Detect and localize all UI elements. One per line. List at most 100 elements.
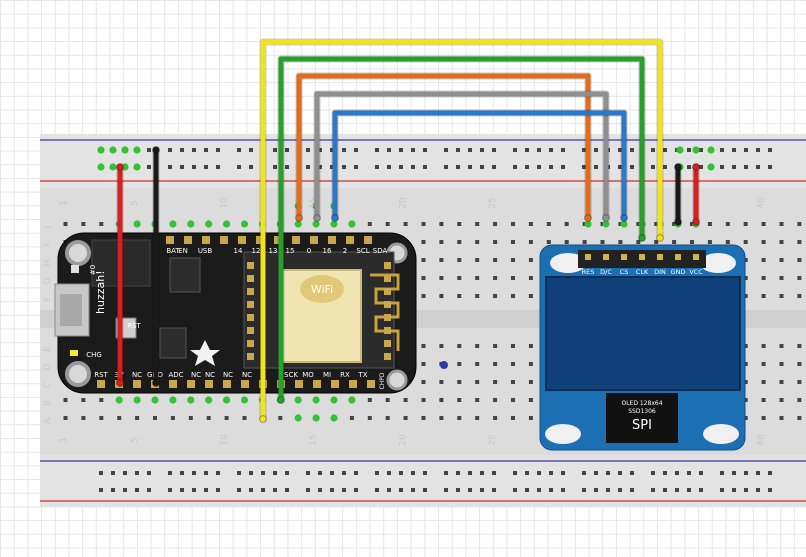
huzzah-top-pin-label: 12 (252, 247, 261, 255)
breadboard-hole (564, 240, 569, 244)
breadboard-hole (457, 240, 462, 244)
rail-hole (630, 488, 634, 492)
rail-hole (204, 488, 208, 492)
rail-hole (537, 148, 541, 152)
rail-hole (192, 488, 196, 492)
rail-hole (561, 165, 565, 169)
rail-hole (147, 471, 151, 475)
rail-hole (168, 165, 172, 169)
breadboard-hole (528, 222, 533, 226)
connected-hole (187, 220, 195, 228)
huzzah-bottom-pin-label: NC (223, 371, 233, 379)
module-pad (247, 275, 254, 282)
rail-hole (423, 165, 427, 169)
rail-hole (663, 488, 667, 492)
huzzah-top-pin-label: USB (198, 247, 213, 255)
breadboard-hole (797, 344, 802, 348)
header-pin (313, 380, 321, 388)
rail-hole (399, 471, 403, 475)
row-letter: I (43, 244, 53, 247)
connected-hole (121, 163, 129, 171)
connected-hole (223, 220, 231, 228)
breadboard-hole (743, 416, 748, 420)
wire-orange (296, 73, 591, 218)
wire-bend (296, 73, 302, 79)
rail-hole (423, 488, 427, 492)
wire-end (638, 234, 646, 242)
rail-hole (687, 471, 691, 475)
breadboard-hole (511, 416, 515, 420)
breadboard-hole (99, 398, 104, 402)
rail-hole (237, 148, 241, 152)
mount-hole (386, 369, 408, 391)
column-number-bottom: 20 (399, 434, 409, 446)
wire-end (674, 218, 682, 226)
huzzah-bottom-pin-label: RST (94, 371, 108, 379)
breadboard-hole (797, 362, 802, 366)
rail-hole (99, 488, 103, 492)
breadboard-hole (439, 344, 444, 348)
header-pin (274, 236, 282, 244)
rail-hole (699, 488, 703, 492)
rail-hole (549, 471, 553, 475)
huzzah-name: huzzah! (94, 270, 107, 314)
header-pin (349, 380, 357, 388)
rail-hole (468, 488, 472, 492)
breadboard-hole (743, 344, 748, 348)
column-number-top: 10 (220, 197, 230, 209)
breadboard-hole (475, 398, 480, 402)
column-number-bottom: 10 (220, 434, 230, 446)
rail-hole (768, 488, 772, 492)
rail-hole (216, 471, 220, 475)
wires (116, 38, 700, 419)
breadboard-hole (743, 380, 748, 384)
breadboard-hole (188, 416, 193, 420)
breadboard-hole (493, 344, 498, 348)
connected-hole (109, 146, 117, 154)
rail-hole (387, 165, 391, 169)
rail-hole (99, 471, 103, 475)
header-pin (241, 380, 249, 388)
connected-hole (205, 396, 213, 404)
breadboard-hole (421, 344, 426, 348)
oled-pin (639, 254, 645, 260)
rail-hole (651, 165, 655, 169)
rail-hole (111, 471, 115, 475)
rail-hole (756, 165, 760, 169)
breadboard-hole (475, 294, 480, 298)
rail-hole (492, 488, 496, 492)
row-letter: H (43, 260, 53, 267)
row-letter: B (43, 400, 53, 406)
header-pin (331, 380, 339, 388)
rail-hole (618, 165, 622, 169)
rail-hole (513, 165, 517, 169)
breadboard-hole (690, 240, 694, 244)
oled-mount-slot (550, 253, 586, 273)
row-letter: J (43, 226, 53, 230)
rail-hole (630, 165, 634, 169)
rail-hole (549, 148, 553, 152)
wire-end (259, 415, 267, 423)
rail-hole (537, 488, 541, 492)
huzzah-bottom-pin-label: CHPD (379, 372, 386, 389)
header-pin (97, 380, 105, 388)
wire-ends (116, 39, 700, 423)
breadboard-hole (761, 380, 766, 384)
rail-hole (513, 488, 517, 492)
wire-bend (621, 110, 627, 116)
breadboard-hole (761, 416, 766, 420)
breadboard-hole (421, 362, 426, 366)
wire-end (620, 214, 628, 222)
breadboard-hole (367, 398, 372, 402)
rail-hole (399, 488, 403, 492)
oled-pin-label: D/C (600, 268, 612, 276)
rail-hole (204, 165, 208, 169)
breadboard-hole (403, 416, 408, 420)
header-pin (310, 236, 318, 244)
breadboard-hole (779, 362, 784, 366)
breadboard-hole (349, 416, 354, 420)
connected-hole (348, 396, 356, 404)
rail-hole (306, 471, 310, 475)
